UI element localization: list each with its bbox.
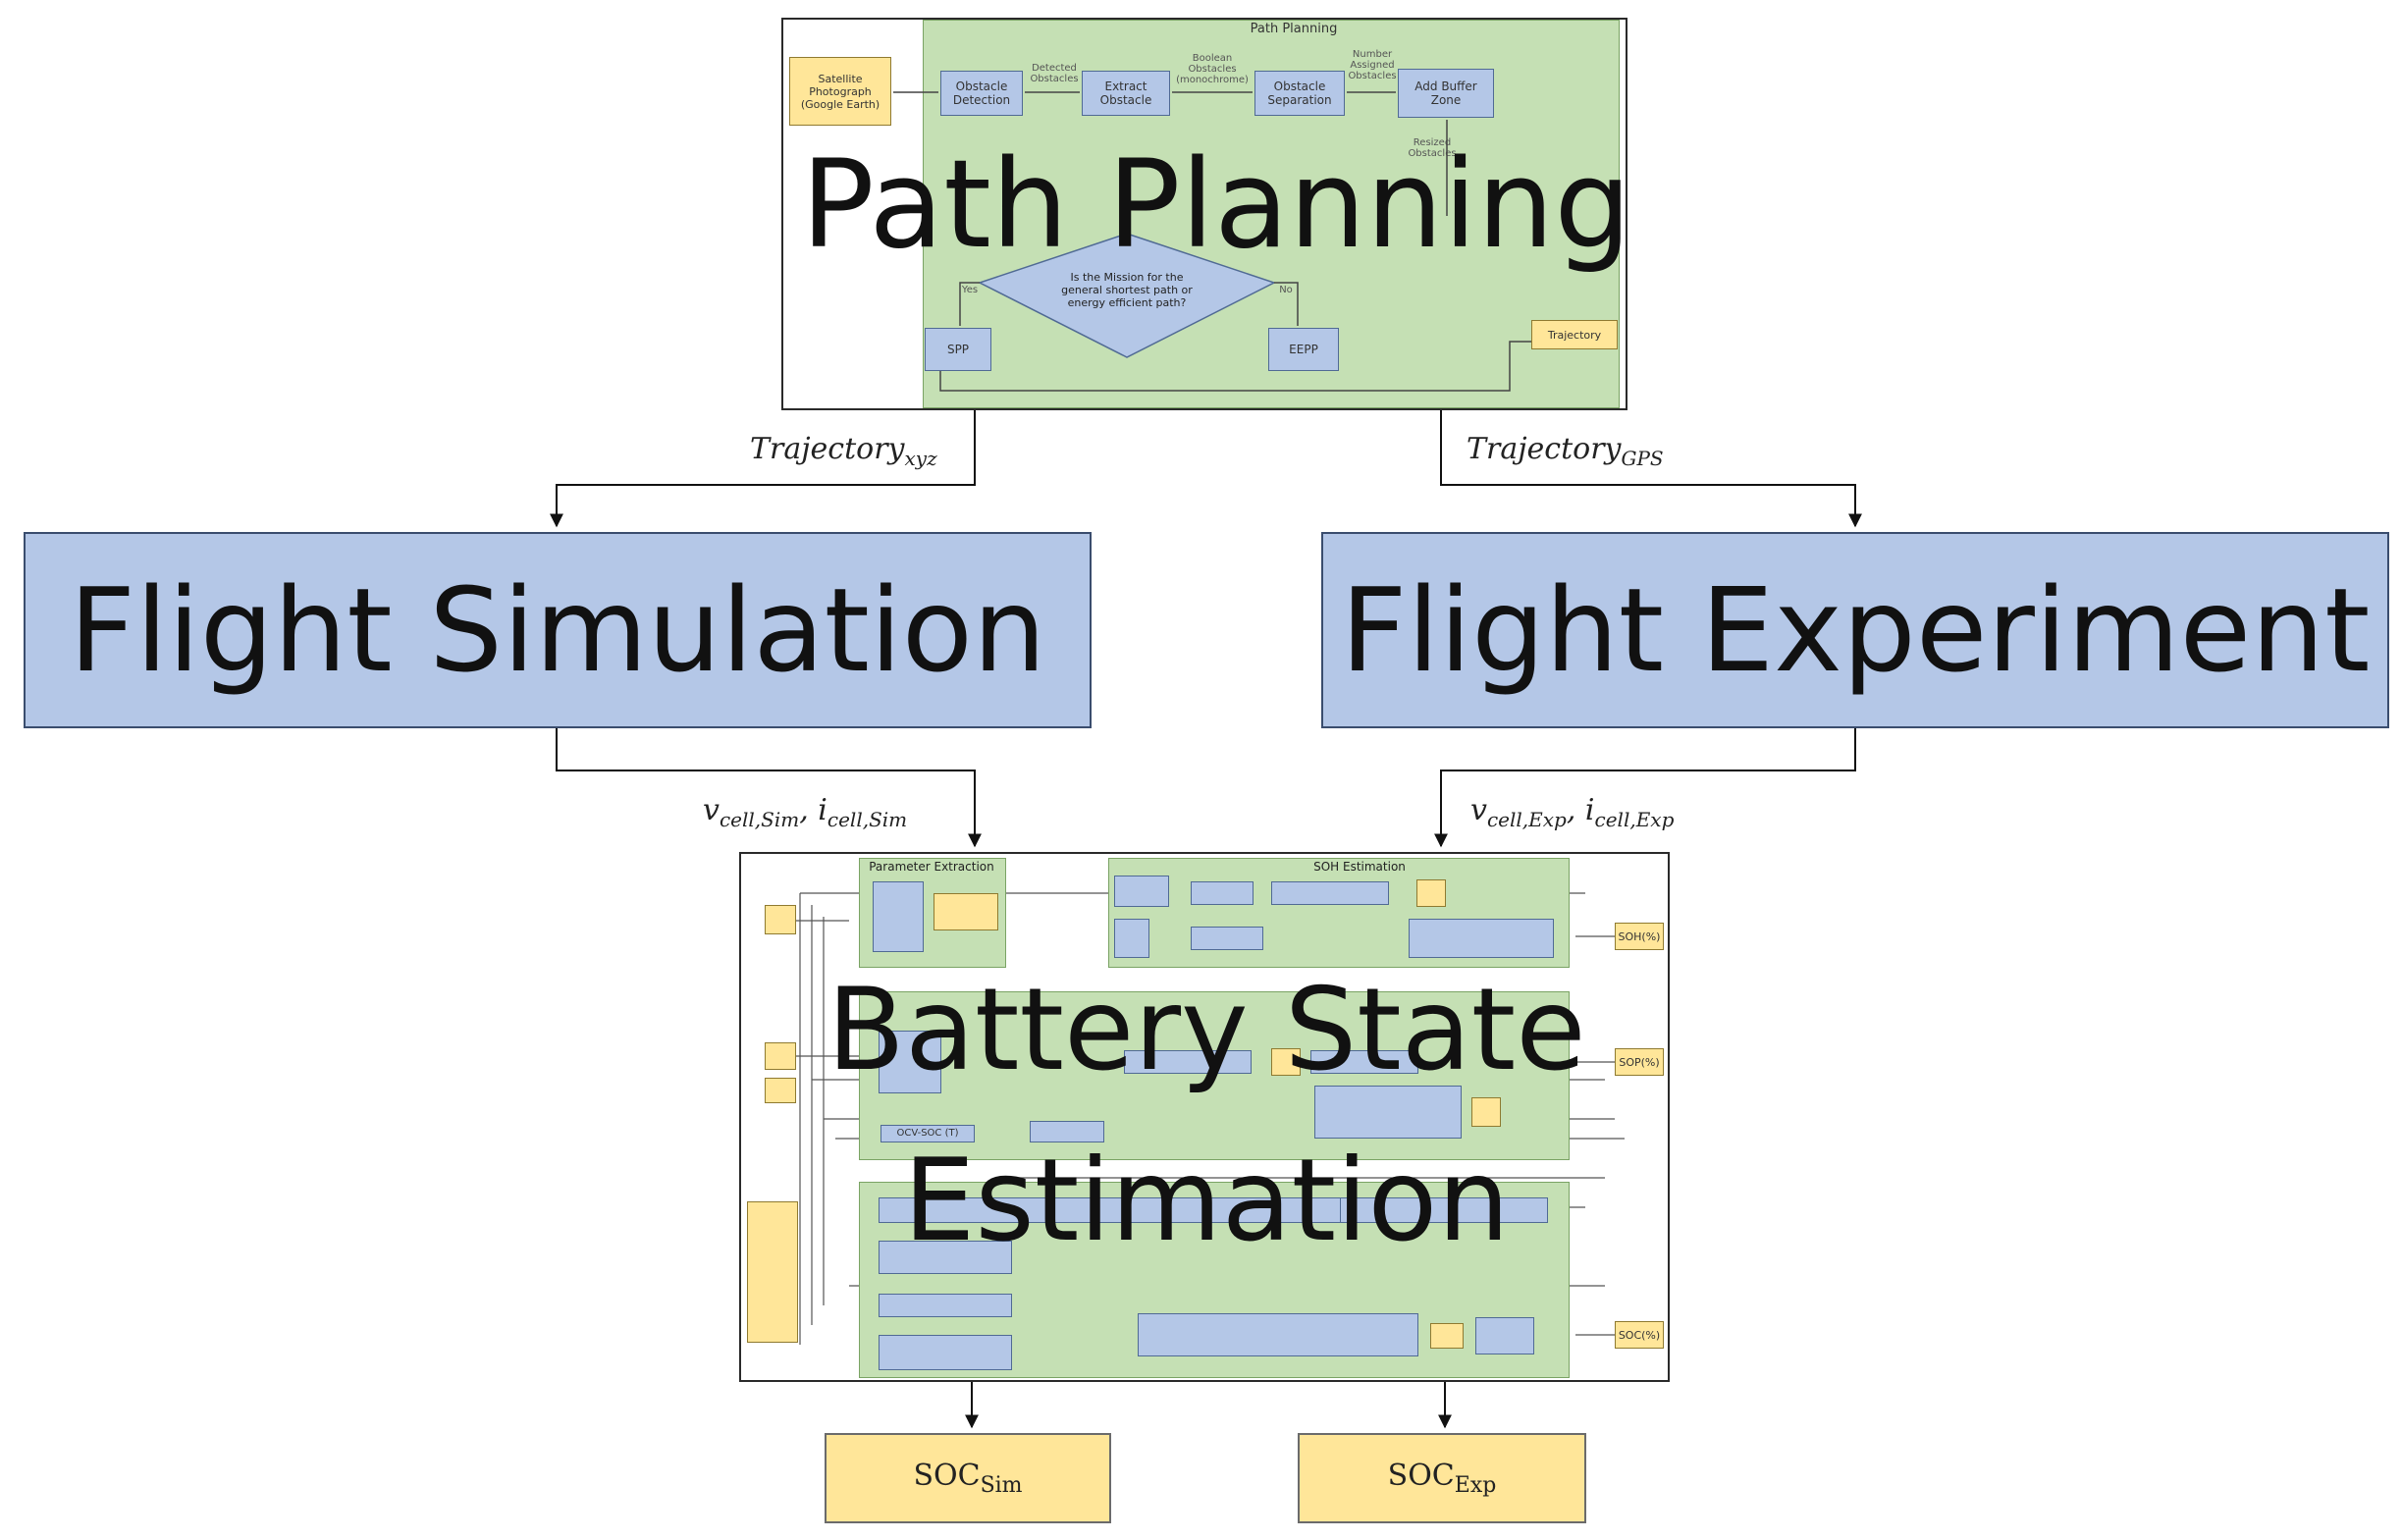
decision-no-label: No [1279,285,1293,295]
path-planning-inner-title: Path Planning [1250,22,1338,36]
flight-simulation-label: Flight Simulation [69,562,1046,698]
edge-label-detected: Detected Obstacles [1030,63,1079,84]
parameter-extraction-output [934,893,998,930]
soc-block-2 [1340,1197,1548,1223]
path-planning-title: Path Planning [801,134,1631,276]
extract-obstacle-box: Extract Obstacle [1082,71,1170,116]
soc-block-8 [879,1335,1012,1370]
parameter-extraction-block [873,881,924,952]
flight-simulation-box: Flight Simulation [24,532,1092,728]
battery-input-1 [765,905,796,934]
arrow-sim-to-battery [556,728,982,848]
obstacle-separation-box: Obstacle Separation [1254,71,1345,116]
sop-block-4 [1310,1050,1418,1074]
soc-block-7 [1475,1317,1534,1354]
battery-state-title-line2: Estimation [903,1135,1510,1267]
soh-block-5 [1114,919,1149,958]
sop-block-1 [879,1031,941,1093]
battery-state-panel: Parameter Extraction SOH Estimation SOH(… [739,852,1670,1382]
trajectory-gps-label: TrajectoryGPS [1467,432,1664,470]
add-buffer-zone-box: Add Buffer Zone [1398,69,1494,118]
soh-block-7 [1409,919,1554,958]
sop-output-box: SOP(%) [1615,1048,1664,1076]
soc-block-3 [879,1241,1012,1274]
sop-block-8 [1030,1121,1104,1142]
edge-label-assigned: Number Assigned Obstacles [1348,49,1397,81]
parameter-extraction-title: Parameter Extraction [869,860,994,874]
soh-block-4 [1416,879,1446,907]
soh-output-box: SOH(%) [1615,923,1664,950]
path-planning-panel: Path Planning Satellite Photograph (Goog… [781,18,1631,410]
sop-block-3 [1271,1048,1301,1076]
edge-label-resized: Resized Obstacles [1408,137,1457,159]
arrow-to-flight-experiment [1440,410,1862,528]
flight-experiment-label: Flight Experiment [1340,562,2371,698]
sop-block-2 [1124,1050,1252,1074]
eepp-box: EEPP [1268,328,1339,371]
trajectory-output-box: Trajectory [1531,320,1618,349]
soc-block-5 [1138,1313,1418,1356]
soh-block-6 [1191,927,1263,950]
soc-sim-box: SOCSim [825,1433,1111,1523]
ocv-soc-block: OCV-SOC (T) [880,1125,975,1142]
soc-block-6 [1430,1323,1464,1349]
sop-block-6 [1471,1097,1501,1127]
edge-label-boolean: Boolean Obstacles (monochrome) [1176,53,1249,85]
arrow-exp-to-battery [1434,728,1856,848]
battery-input-2 [765,1042,796,1070]
decision-yes-label: Yes [961,285,979,295]
battery-input-params [747,1201,798,1343]
soh-estimation-title: SOH Estimation [1313,860,1406,874]
sim-signals-label: vcell,Sim, icell,Sim [703,793,908,831]
spp-box: SPP [925,328,991,371]
decision-diamond [978,233,1276,358]
soh-estimation-panel [1108,858,1570,968]
soh-block-1 [1114,876,1169,907]
arrow-to-flight-simulation [550,410,976,528]
soh-block-3 [1271,881,1389,905]
flight-experiment-box: Flight Experiment [1321,532,2389,728]
exp-signals-label: vcell,Exp, icell,Exp [1470,793,1675,831]
soc-output-box: SOC(%) [1615,1321,1664,1349]
decision-text: Is the Mission for the general shortest … [1061,271,1193,309]
battery-input-3 [765,1078,796,1103]
soc-exp-label: SOCExp [1387,1459,1497,1498]
soc-exp-box: SOCExp [1298,1433,1586,1523]
soc-block-4 [879,1294,1012,1317]
soc-sim-label: SOCSim [913,1459,1023,1498]
sop-block-5 [1314,1086,1462,1139]
battery-state-title-line1: Battery State [827,964,1586,1096]
obstacle-detection-box: Obstacle Detection [940,71,1023,116]
trajectory-xyz-label: Trajectoryxyz [750,432,937,470]
satellite-photograph-box: Satellite Photograph (Google Earth) [789,57,891,126]
soh-block-2 [1191,881,1254,905]
